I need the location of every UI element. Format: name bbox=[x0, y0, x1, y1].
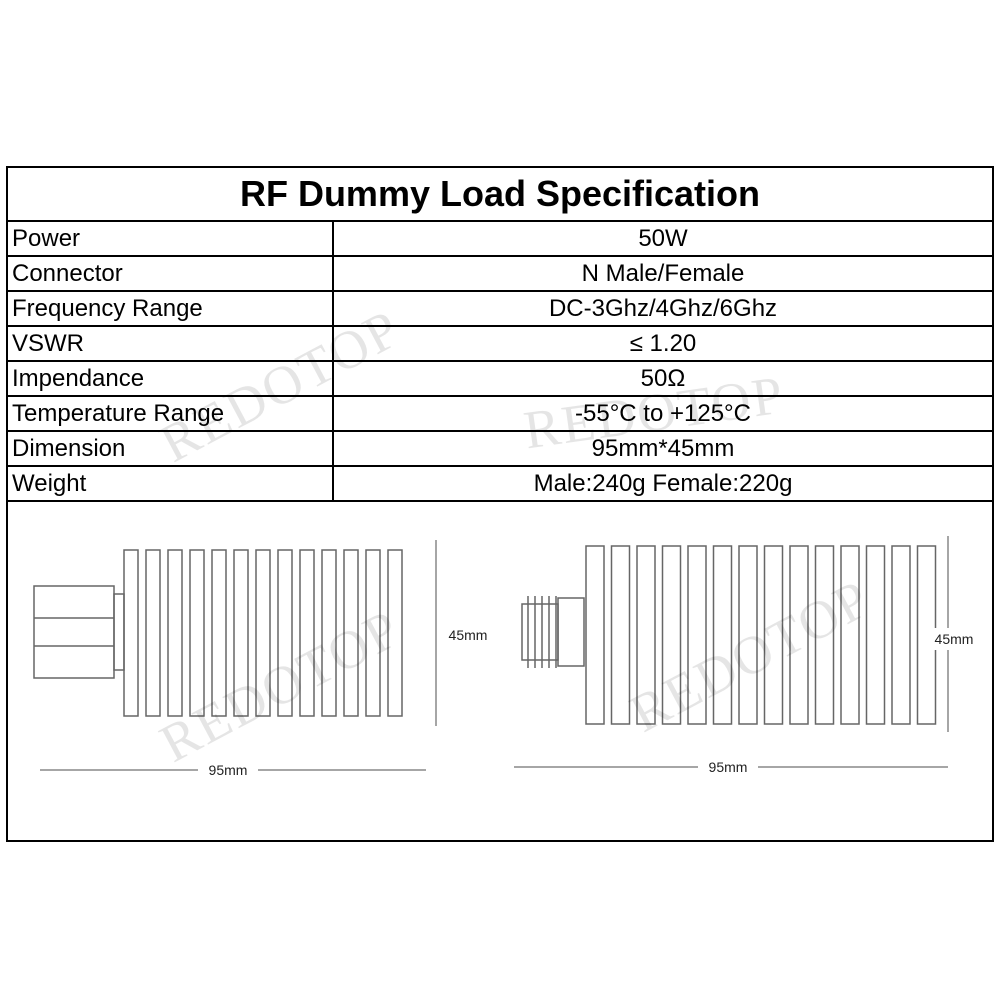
heatsink-fin bbox=[277, 549, 293, 717]
table-row: Dimension 95mm*45mm bbox=[8, 431, 992, 467]
spec-value: N Male/Female bbox=[333, 256, 992, 292]
heatsink-fin bbox=[365, 549, 381, 717]
spec-sheet: RF Dummy Load Specification Power 50W Co… bbox=[6, 166, 994, 842]
heatsink-fin bbox=[661, 545, 682, 725]
table-row: Weight Male:240g Female:220g bbox=[8, 466, 992, 502]
heatsink-fin bbox=[123, 549, 139, 717]
heatsink-fin bbox=[840, 545, 860, 725]
male-connector-body bbox=[33, 585, 115, 679]
spec-value: DC-3Ghz/4Ghz/6Ghz bbox=[333, 291, 992, 327]
spec-title: RF Dummy Load Specification bbox=[8, 168, 992, 222]
heatsink-fin bbox=[712, 545, 733, 725]
heatsink-fin bbox=[387, 549, 403, 717]
female-height-dimension: 45mm bbox=[928, 536, 984, 732]
heatsink-fin bbox=[789, 545, 809, 725]
heatsink-fin bbox=[255, 549, 271, 717]
male-load-drawing bbox=[33, 549, 403, 717]
spec-label: Frequency Range bbox=[8, 291, 334, 327]
spec-label: Connector bbox=[8, 256, 334, 292]
heatsink-fin bbox=[610, 545, 631, 725]
spec-label: Power bbox=[8, 222, 334, 257]
female-length-label: 95mm bbox=[709, 759, 748, 775]
female-height-label: 45mm bbox=[935, 631, 974, 647]
heatsink-fin bbox=[585, 545, 605, 725]
male-height-dimension: 45mm bbox=[435, 540, 494, 726]
heatsink-fin bbox=[738, 545, 758, 725]
male-length-dimension: 95mm bbox=[40, 760, 426, 780]
spec-label: VSWR bbox=[8, 326, 334, 362]
heatsink-fin bbox=[636, 545, 656, 725]
heatsink-fin bbox=[865, 545, 886, 725]
spec-label: Temperature Range bbox=[8, 396, 334, 432]
female-load-drawing bbox=[521, 545, 937, 725]
spec-value: 95mm*45mm bbox=[333, 431, 992, 467]
spec-value: 50Ω bbox=[333, 361, 992, 397]
heatsink-fin bbox=[343, 549, 359, 717]
heatsink-fin bbox=[189, 549, 205, 717]
spec-label: Dimension bbox=[8, 431, 334, 467]
male-connector-flange bbox=[113, 593, 125, 671]
spec-value: ≤ 1.20 bbox=[333, 326, 992, 362]
spec-value: -55°C to +125°C bbox=[333, 396, 992, 432]
spec-table: Power 50W Connector N Male/Female Freque… bbox=[8, 222, 992, 502]
male-height-label: 45mm bbox=[449, 627, 488, 643]
male-length-label: 95mm bbox=[209, 762, 248, 778]
spec-value: 50W bbox=[333, 222, 992, 257]
table-row: Power 50W bbox=[8, 222, 992, 257]
spec-label: Weight bbox=[8, 466, 334, 502]
table-row: Frequency Range DC-3Ghz/4Ghz/6Ghz bbox=[8, 291, 992, 327]
heatsink-fin bbox=[211, 549, 227, 717]
spec-label: Impendance bbox=[8, 361, 334, 397]
table-row: Temperature Range -55°C to +125°C bbox=[8, 396, 992, 432]
heatsink-fin bbox=[299, 549, 315, 717]
female-connector-flange bbox=[557, 597, 585, 667]
female-length-dimension: 95mm bbox=[514, 757, 948, 777]
heatsink-fin bbox=[891, 545, 911, 725]
heatsink-fin bbox=[233, 549, 249, 717]
dimension-drawings: 45mm 95mm 45mm 95mm bbox=[33, 536, 984, 780]
heatsink-fin bbox=[167, 549, 183, 717]
heatsink-fin bbox=[687, 545, 707, 725]
heatsink-fin bbox=[814, 545, 835, 725]
spec-value: Male:240g Female:220g bbox=[333, 466, 992, 502]
table-row: Connector N Male/Female bbox=[8, 256, 992, 292]
heatsink-fin bbox=[763, 545, 784, 725]
table-row: VSWR ≤ 1.20 bbox=[8, 326, 992, 362]
table-row: Impendance 50Ω bbox=[8, 361, 992, 397]
heatsink-fin bbox=[321, 549, 337, 717]
heatsink-fin bbox=[145, 549, 161, 717]
